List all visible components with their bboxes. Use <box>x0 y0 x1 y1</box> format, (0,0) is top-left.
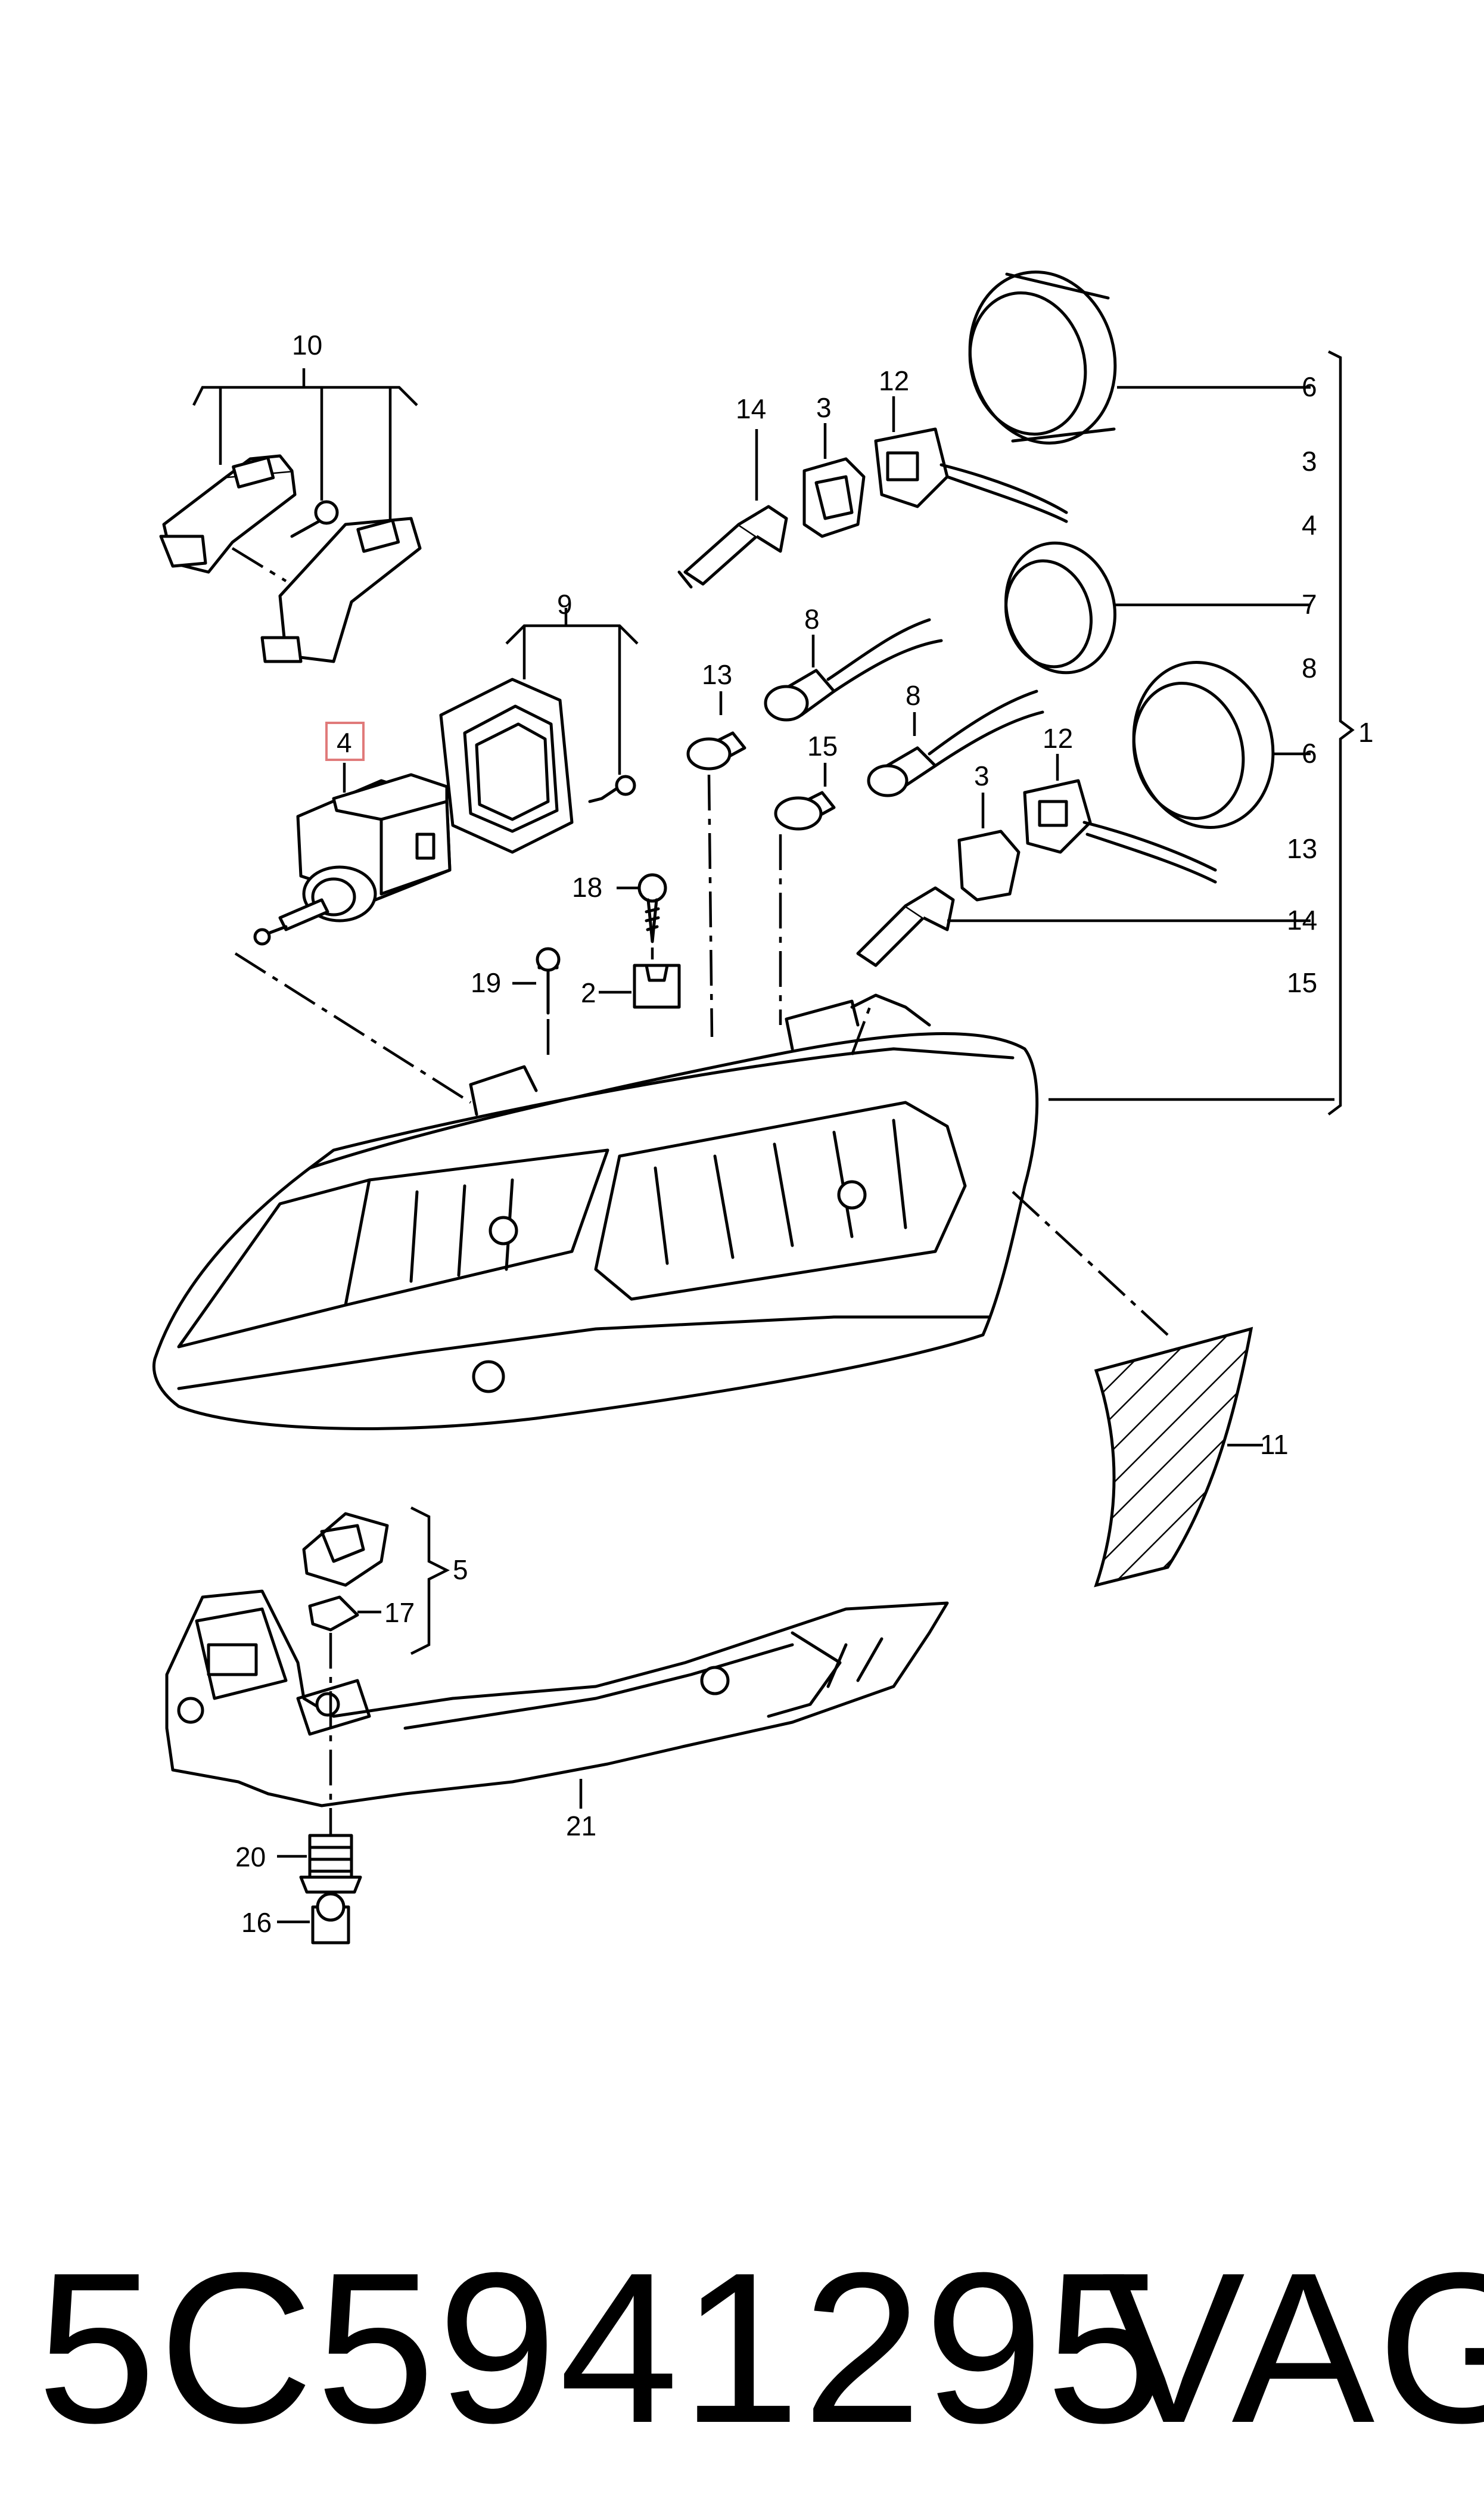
callout-3-upper: 3 <box>816 392 832 423</box>
range-control-motor-4 <box>253 722 452 946</box>
callout-11: 11 <box>1260 1429 1289 1460</box>
callout-2: 2 <box>581 977 596 1008</box>
callout-20: 20 <box>235 1841 266 1872</box>
callout-14-upper: 14 <box>736 393 766 424</box>
callout-14-list: 14 <box>1287 905 1317 936</box>
cover-cap-9 <box>439 608 639 854</box>
exploded-view-drawing: 10 4 9 18 2 19 14 3 12 13 8 15 8 12 3 6 … <box>152 271 1374 1945</box>
callout-6-upper: 6 <box>1302 371 1317 402</box>
callout-16: 16 <box>241 1907 272 1938</box>
clip-set-5 <box>302 1506 450 1655</box>
callout-8-list: 8 <box>1302 653 1317 684</box>
headlight-housing-1 <box>152 350 1355 1430</box>
callout-21: 21 <box>566 1810 596 1841</box>
main-bulb-group-lower <box>856 754 1311 967</box>
callout-6-lower: 6 <box>1302 738 1317 769</box>
callout-13-left: 13 <box>702 659 732 690</box>
callout-1: 1 <box>1358 717 1374 748</box>
fasteners-18-2-19 <box>512 873 681 1055</box>
dust-caps <box>968 271 1311 829</box>
callout-4-highlighted: 4 <box>337 727 352 758</box>
callout-3-lower: 3 <box>974 760 990 791</box>
callout-8-lower: 8 <box>906 680 921 711</box>
bracket-set-10 <box>159 368 422 663</box>
callout-5: 5 <box>453 1554 468 1585</box>
callout-15-list: 15 <box>1287 967 1317 998</box>
small-bulbs <box>686 618 1044 1038</box>
callout-18: 18 <box>572 872 602 903</box>
part-number: 5C5941295 <box>37 2228 1168 2468</box>
brand-label: VAG <box>1102 2228 1484 2468</box>
callout-3-list: 3 <box>1302 446 1317 477</box>
callout-12-upper: 12 <box>879 365 909 396</box>
main-bulb-group-upper <box>677 396 1068 589</box>
trim-panel-11 <box>1094 1327 1263 1588</box>
callout-19: 19 <box>471 967 501 998</box>
mounting-bracket-21 <box>165 1589 949 1841</box>
callout-15-left: 15 <box>807 731 838 762</box>
fasteners-20-16 <box>277 1834 362 1945</box>
callout-9: 9 <box>557 589 573 620</box>
callout-13-list: 13 <box>1287 833 1317 864</box>
callout-17: 17 <box>384 1597 415 1628</box>
callout-12-lower: 12 <box>1043 723 1073 754</box>
callout-8-upper: 8 <box>804 604 820 635</box>
callout-7: 7 <box>1302 589 1317 620</box>
highlight-box <box>325 722 365 761</box>
parts-diagram: 10 4 9 18 2 19 14 3 12 13 8 15 8 12 3 6 … <box>152 271 1374 1945</box>
callout-4-list: 4 <box>1302 510 1317 541</box>
callout-10: 10 <box>292 330 322 361</box>
